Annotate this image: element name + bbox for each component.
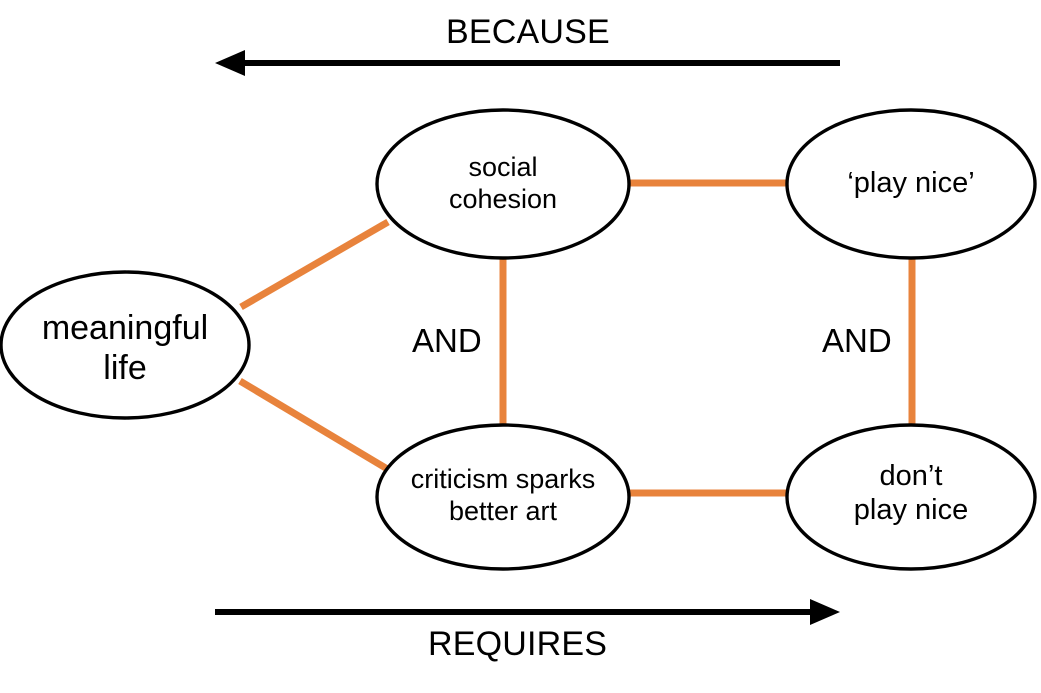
- node-criticism-sparks-better-art[interactable]: [375, 423, 631, 571]
- requires-arrow-head: [810, 599, 840, 625]
- because-arrow-head: [215, 50, 245, 76]
- node-dont-play-nice[interactable]: [785, 423, 1037, 571]
- node-meaningful-life[interactable]: [0, 270, 251, 420]
- requires-arrow-label: REQUIRES: [428, 625, 608, 663]
- node-layer: [0, 108, 1037, 571]
- edge-meaningful-life-to-criticism-sparks-better-art: [238, 377, 391, 474]
- because-arrow-label: BECAUSE: [446, 13, 610, 51]
- edge-layer: [238, 179, 916, 497]
- edge-meaningful-life-to-social-cohesion: [239, 218, 390, 311]
- and-label-left: AND: [412, 322, 482, 359]
- node-play-nice[interactable]: [785, 108, 1037, 260]
- and-label-right: AND: [822, 322, 892, 359]
- arrow-layer: [215, 50, 840, 625]
- node-social-cohesion[interactable]: [375, 108, 631, 260]
